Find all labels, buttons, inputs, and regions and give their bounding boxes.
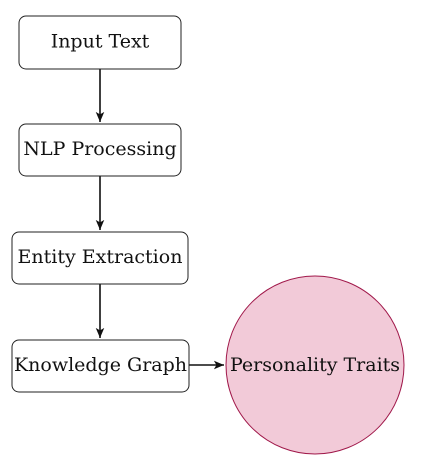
node-knowledge-graph: Knowledge Graph bbox=[11, 339, 190, 393]
node-input-text: Input Text bbox=[18, 15, 182, 70]
node-nlp-processing-box bbox=[18, 123, 182, 177]
edges-group bbox=[95, 69, 224, 370]
node-personality-traits-label: Personality Traits bbox=[230, 354, 400, 376]
node-nlp-processing-label: NLP Processing bbox=[23, 138, 176, 160]
node-entity-extraction-label: Entity Extraction bbox=[18, 246, 183, 268]
node-knowledge-graph-box bbox=[11, 339, 190, 393]
node-input-text-box bbox=[18, 15, 182, 70]
node-knowledge-graph-label: Knowledge Graph bbox=[14, 354, 187, 376]
node-entity-extraction-box bbox=[11, 231, 189, 285]
node-personality-traits: Personality Traits bbox=[225, 275, 405, 455]
node-nlp-processing: NLP Processing bbox=[18, 123, 182, 177]
node-entity-extraction: Entity Extraction bbox=[11, 231, 189, 285]
node-input-text-label: Input Text bbox=[51, 31, 150, 53]
node-personality-traits-circle bbox=[225, 275, 405, 455]
